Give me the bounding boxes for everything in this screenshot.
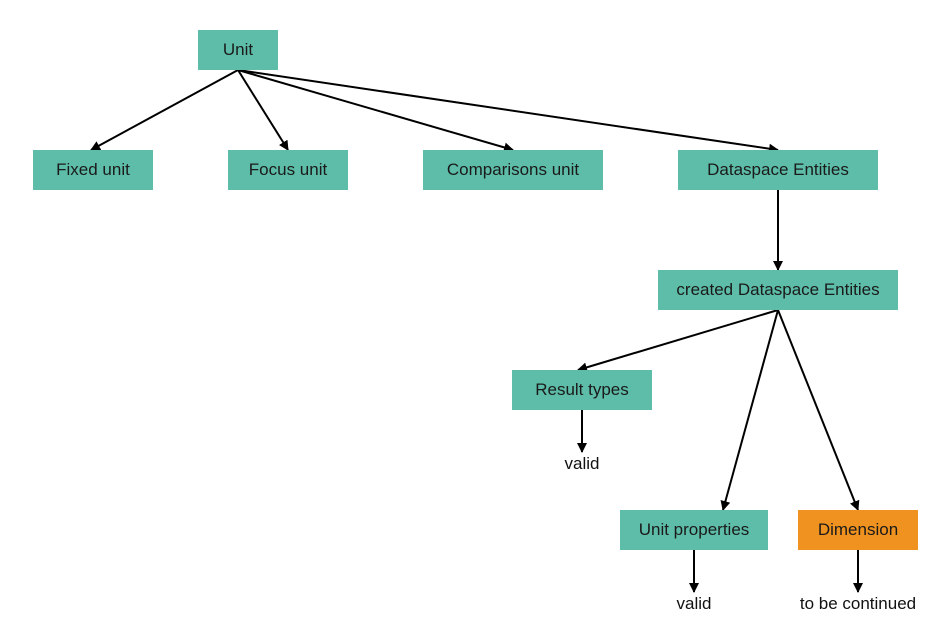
dimension-status-label: to be continued [799, 594, 917, 613]
node-dimension: Dimension [798, 510, 918, 550]
node-comparisons-unit: Comparisons unit [423, 150, 603, 190]
node-focus-unit: Focus unit [228, 150, 348, 190]
node-unit-properties: Unit properties [620, 510, 768, 550]
edge-unit-to-fixed-unit [90, 69, 239, 151]
edge-unit-to-focus-unit [237, 69, 289, 151]
node-fixed-unit: Fixed unit [33, 150, 153, 190]
edge-unit-to-dataspace-entities [237, 69, 779, 154]
edge-unit-to-comparisons-unit [237, 69, 514, 153]
edge-created-dataspace-entities-to-result-types [577, 309, 779, 373]
edge-created-dataspace-entities-to-dimension [777, 309, 860, 511]
node-unit: Unit [198, 30, 278, 70]
node-created-dataspace-entities: created Dataspace Entities [658, 270, 898, 310]
edge-created-dataspace-entities-to-unit-properties [720, 309, 779, 511]
result-types-status-label: valid [564, 454, 600, 473]
node-result-types: Result types [512, 370, 652, 410]
unit-properties-status-label: valid [676, 594, 712, 613]
node-dataspace-entities: Dataspace Entities [678, 150, 878, 190]
